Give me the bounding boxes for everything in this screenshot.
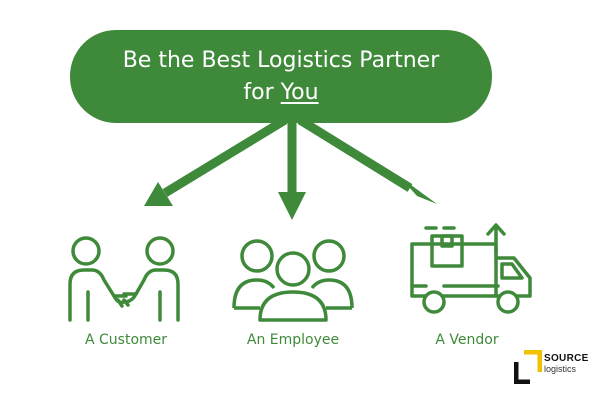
logo-line1: SOURCE (544, 353, 589, 364)
customer-label: A Customer (84, 332, 168, 348)
arrow-to-vendor (297, 116, 437, 204)
vendor-label: A Vendor (435, 332, 499, 348)
source-logistics-logo: SOURCE logistics (514, 350, 588, 384)
delivery-truck-icon (410, 223, 532, 314)
headline-emphasis: You (280, 79, 319, 105)
arrow-to-employee (278, 120, 306, 220)
headline-bubble: Be the Best Logistics Partner for You (70, 30, 492, 123)
handshake-icon (68, 236, 180, 322)
arrow-to-customer (144, 116, 288, 206)
group-icon (232, 239, 354, 322)
headline-line1: Be the Best Logistics Partner (122, 47, 440, 73)
employee-label: An Employee (246, 332, 340, 348)
logo-line2: logistics (544, 364, 577, 374)
logo-mark-icon (514, 350, 542, 384)
headline-line2: for You (243, 79, 319, 105)
